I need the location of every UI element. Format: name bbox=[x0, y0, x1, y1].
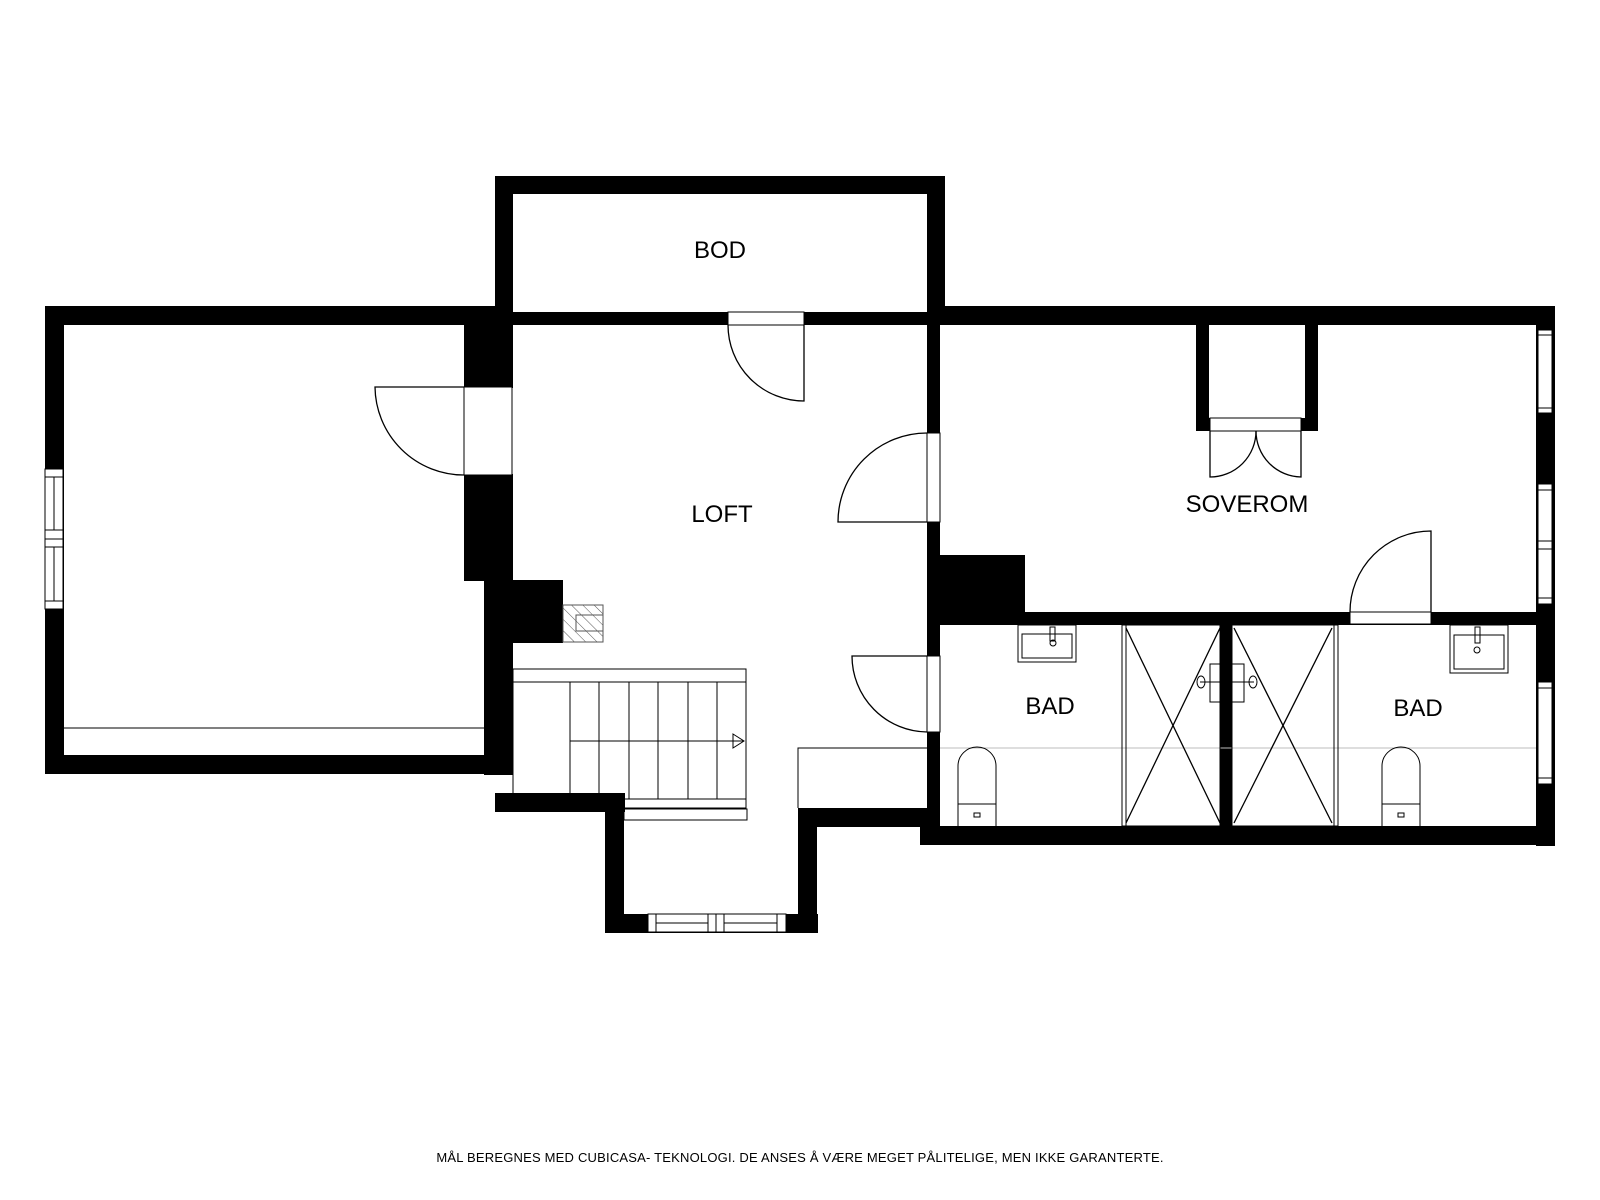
bod-door[interactable] bbox=[727, 311, 805, 402]
soverom-windows bbox=[1537, 329, 1553, 605]
toilet-left-icon bbox=[957, 746, 997, 826]
left-room-walls bbox=[45, 306, 513, 775]
sink-right-icon bbox=[1449, 624, 1509, 674]
soverom-walls bbox=[927, 306, 1555, 846]
shower-left bbox=[1121, 624, 1221, 827]
bathroom-walls bbox=[920, 625, 1555, 845]
loft-bottom-window bbox=[647, 913, 787, 933]
room-label-loft: LOFT bbox=[691, 501, 753, 528]
chimney-hatched bbox=[562, 604, 604, 643]
loft-ledge bbox=[797, 747, 927, 808]
bod-walls bbox=[495, 176, 945, 325]
sink-left-icon bbox=[1017, 624, 1077, 663]
left-room-door[interactable] bbox=[374, 386, 513, 476]
bad-left-door[interactable] bbox=[851, 655, 941, 733]
room-label-bad-right: BAD bbox=[1393, 695, 1442, 722]
shower-mixer-icon bbox=[1196, 663, 1258, 703]
room-label-bod: BOD bbox=[694, 237, 746, 264]
room-label-bad-left: BAD bbox=[1025, 693, 1074, 720]
footer-disclaimer: MÅL BEREGNES MED CUBICASA- TEKNOLOGI. DE… bbox=[436, 1150, 1164, 1165]
stair-direction-arrow-icon bbox=[732, 733, 745, 749]
left-room-window bbox=[44, 468, 64, 610]
loft-walls bbox=[495, 306, 940, 933]
soverom-door[interactable] bbox=[837, 432, 941, 523]
bad-right-window bbox=[1537, 681, 1553, 785]
bad-right-door[interactable] bbox=[1349, 530, 1432, 625]
staircase[interactable] bbox=[512, 668, 748, 821]
closet-double-door[interactable] bbox=[1209, 417, 1302, 478]
shower-right bbox=[1231, 624, 1339, 827]
toilet-right-icon bbox=[1381, 746, 1421, 826]
room-label-soverom: SOVEROM bbox=[1186, 491, 1309, 518]
